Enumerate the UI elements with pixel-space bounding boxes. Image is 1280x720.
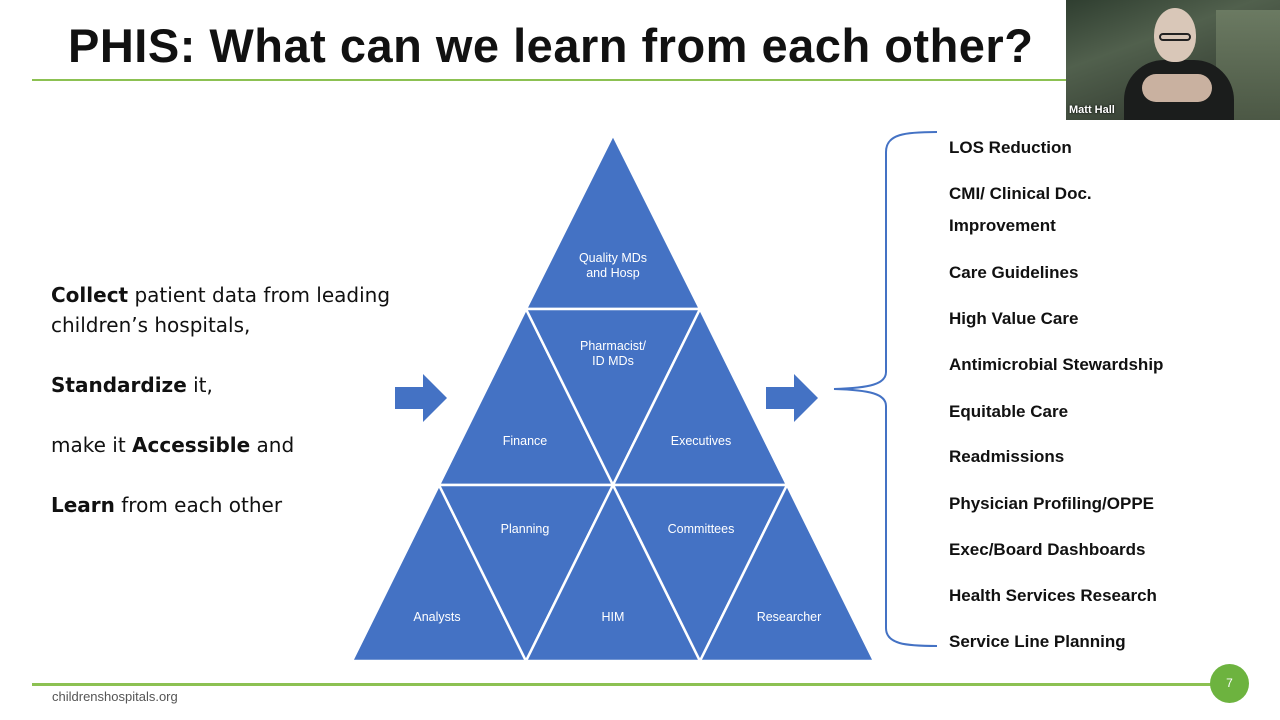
pyramid-label-planning: Planning <box>501 522 550 536</box>
list-item: Improvement <box>949 216 1056 235</box>
summary-line-learn: Learn from each other <box>51 493 283 517</box>
pyramid-label-analysts: Analysts <box>413 610 460 624</box>
pyramid-cell-quality <box>524 133 702 311</box>
pyramid-label-researcher: Researcher <box>757 610 822 624</box>
pyramid-cell-researcher <box>698 483 876 663</box>
title-divider <box>32 79 1072 81</box>
list-item: Antimicrobial Stewardship <box>949 355 1164 374</box>
pyramid-label-pharmacist-2: ID MDs <box>592 354 634 368</box>
arrow-right-icon <box>395 374 447 422</box>
pyramid-label-quality-2: and Hosp <box>586 266 640 280</box>
footer-divider <box>32 683 1220 686</box>
summary-line-collect: Collect patient data from leading childr… <box>51 283 391 337</box>
pyramid-label-executives: Executives <box>671 434 731 448</box>
stakeholder-pyramid: Quality MDs and Hosp Pharmacist/ ID MDs … <box>350 133 876 663</box>
participant-name-label: Matt Hall <box>1069 104 1115 116</box>
webcam-participant-glasses <box>1159 33 1191 41</box>
list-item: Equitable Care <box>949 402 1069 421</box>
pyramid-label-quality-1: Quality MDs <box>579 251 647 265</box>
list-item: LOS Reduction <box>949 138 1072 157</box>
list-item: CMI/ Clinical Doc. <box>949 184 1092 203</box>
slide-title: PHIS: What can we learn from each other? <box>68 19 1034 72</box>
summary-line-accessible: make it Accessible and <box>51 433 295 457</box>
list-item: Service Line Planning <box>949 632 1126 651</box>
webcam-participant-hands <box>1142 74 1212 102</box>
arrow-right-icon <box>766 374 818 422</box>
list-item: Exec/Board Dashboards <box>949 540 1146 559</box>
summary-line-standardize: Standardize it, <box>51 373 213 397</box>
list-item: Care Guidelines <box>949 263 1079 282</box>
list-item: Physician Profiling/OPPE <box>949 494 1154 513</box>
pyramid-label-finance: Finance <box>503 434 548 448</box>
list-item: High Value Care <box>949 309 1079 328</box>
webcam-video-tile[interactable]: Matt Hall <box>1066 0 1280 120</box>
pyramid-label-committees: Committees <box>668 522 735 536</box>
list-item: Readmissions <box>949 447 1065 466</box>
page-number-badge: 7 <box>1210 664 1249 703</box>
pyramid-label-pharmacist-1: Pharmacist/ <box>580 339 647 353</box>
list-item: Health Services Research <box>949 586 1157 605</box>
summary-text: Collect patient data from leading childr… <box>51 280 411 550</box>
footer-url: childrenshospitals.org <box>52 689 178 704</box>
pyramid-label-him: HIM <box>602 610 625 624</box>
curly-brace-icon <box>833 131 938 647</box>
